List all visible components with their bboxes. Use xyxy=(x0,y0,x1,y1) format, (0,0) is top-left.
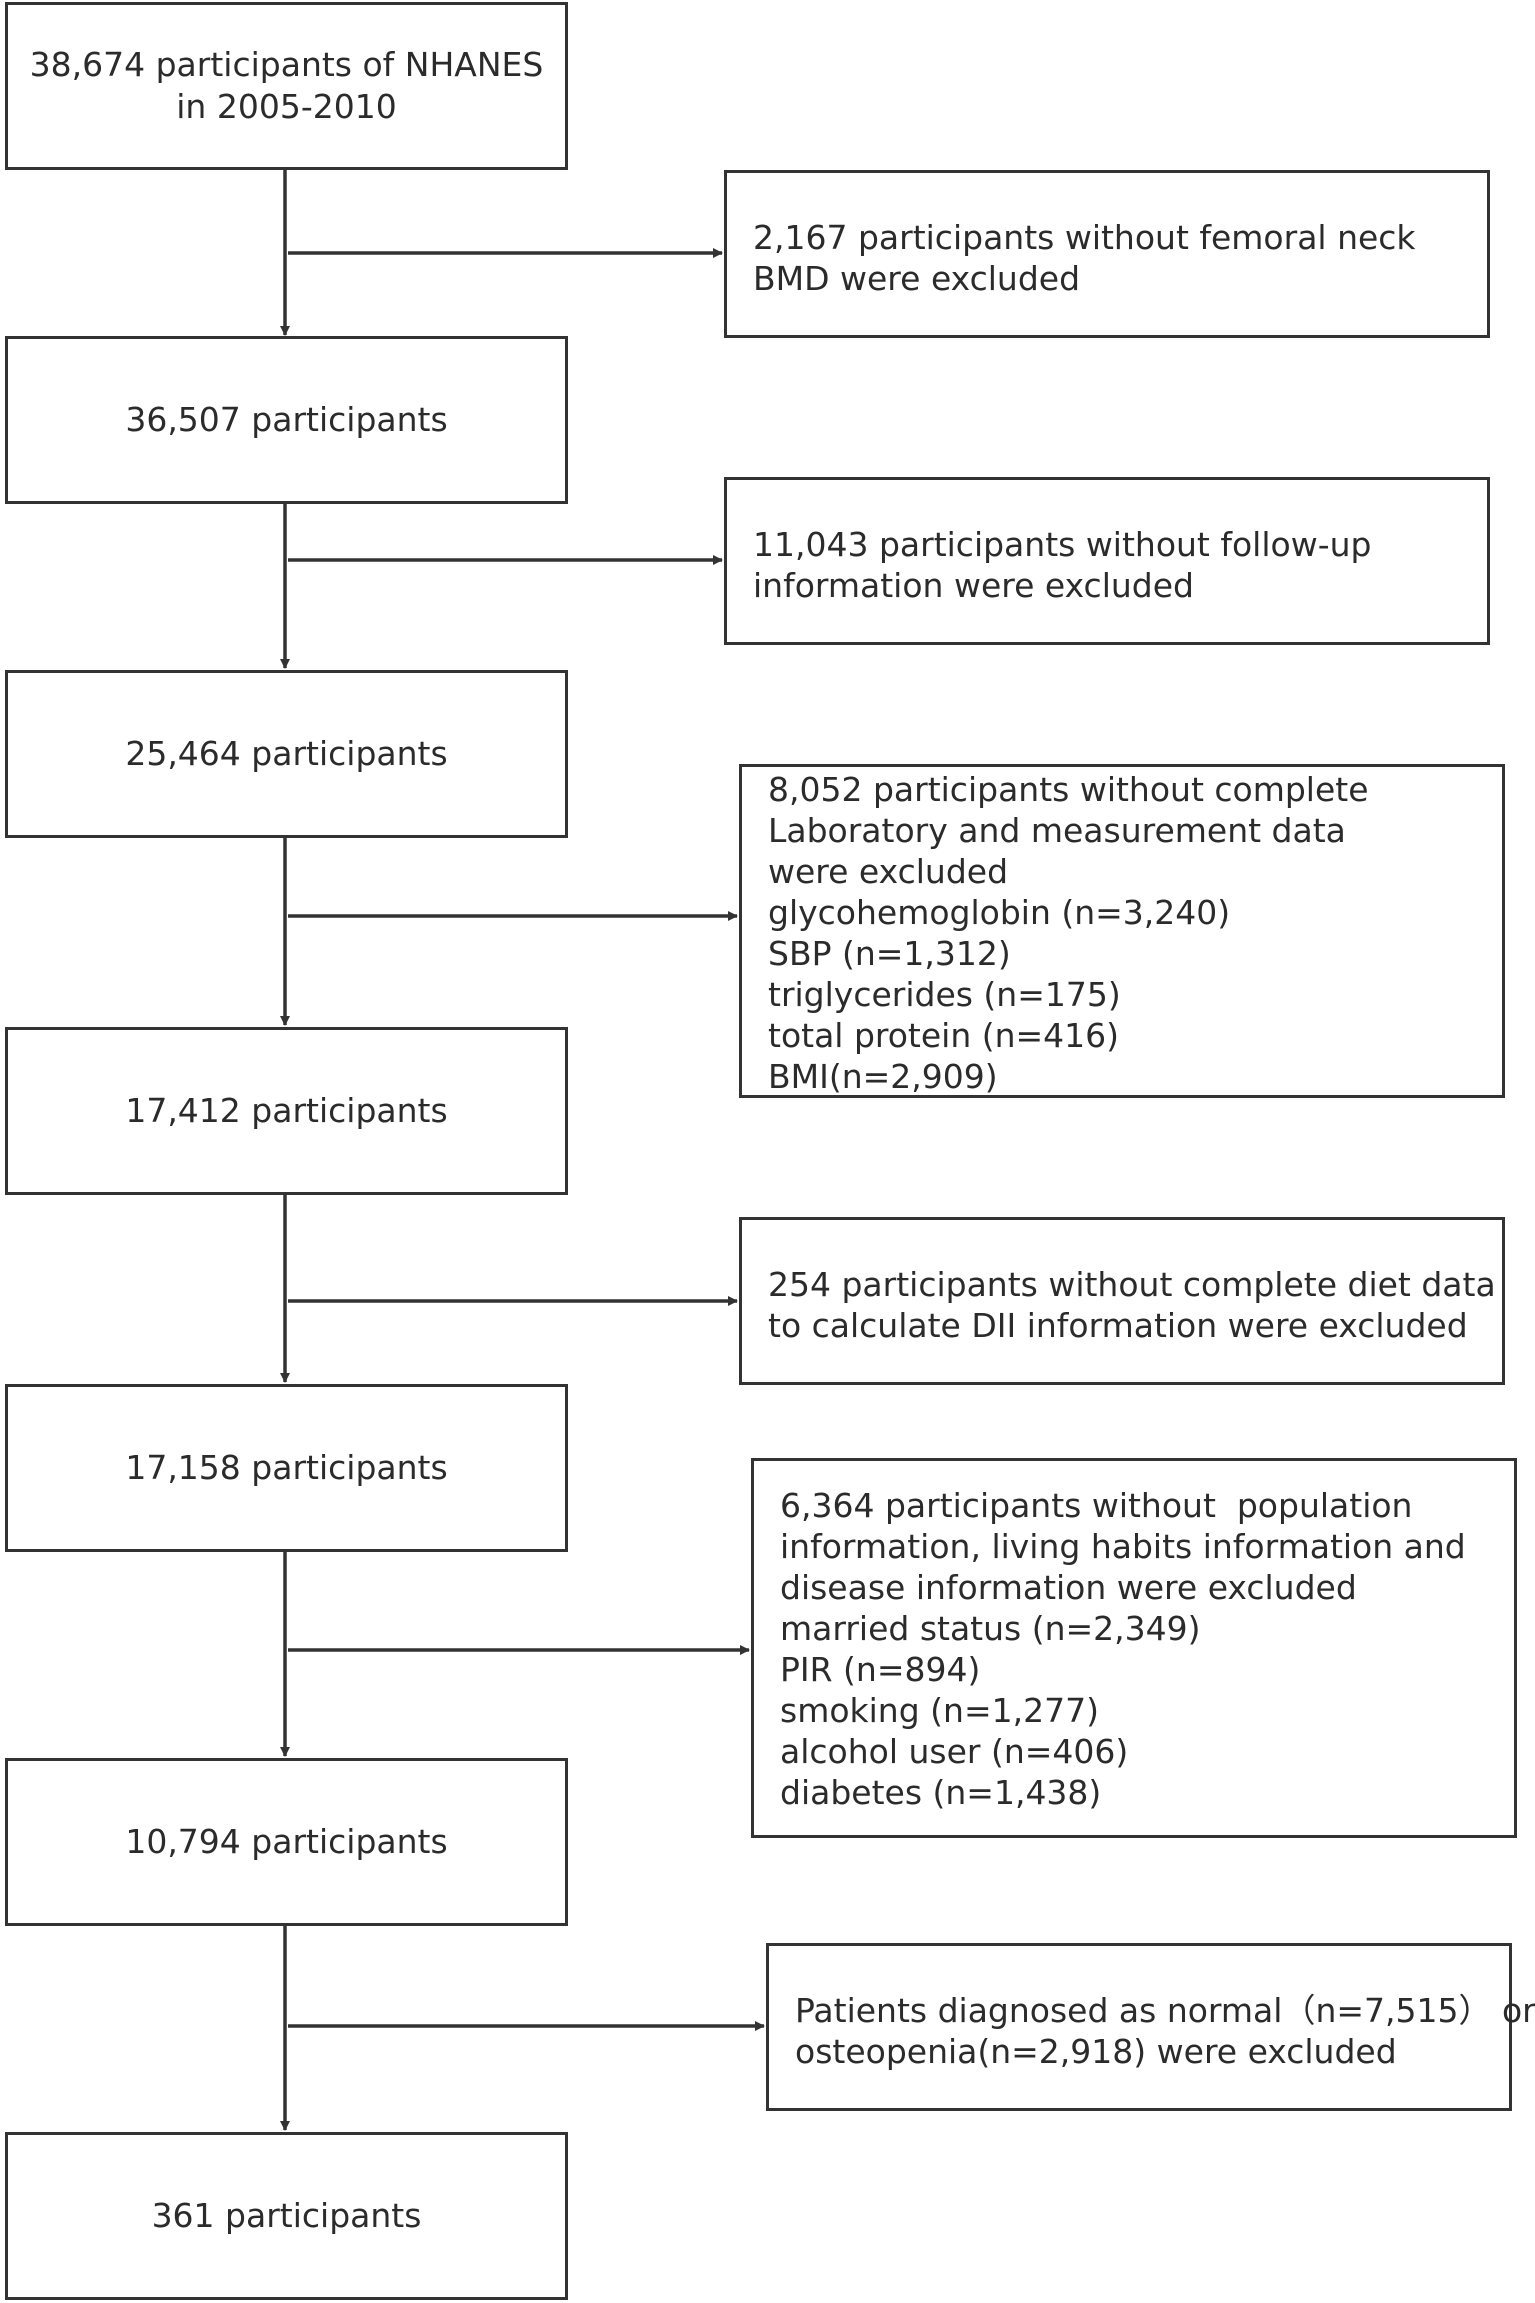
main-box-5-line-1: 17,158 participants xyxy=(125,1448,448,1487)
main-box-4-line-1: 17,412 participants xyxy=(125,1091,448,1130)
exclusion-box-3-line-5: SBP (n=1,312) xyxy=(768,934,1011,973)
exclusion-box-3-line-7: total protein (n=416) xyxy=(768,1016,1120,1055)
exclusion-box-5-line-5: PIR (n=894) xyxy=(780,1650,981,1689)
exclusion-box-3: 8,052 participants without complete Labo… xyxy=(739,764,1505,1098)
main-box-2-line-1: 36,507 participants xyxy=(125,400,448,439)
exclusion-box-5-line-6: smoking (n=1,277) xyxy=(780,1691,1099,1730)
main-box-7: 361 participants xyxy=(5,2132,568,2300)
main-box-5: 17,158 participants xyxy=(5,1384,568,1552)
exclusion-box-5-line-2: information, living habits information a… xyxy=(780,1527,1466,1566)
exclusion-box-5-line-3: disease information were excluded xyxy=(780,1568,1357,1607)
main-box-2: 36,507 participants xyxy=(5,336,568,504)
exclusion-box-3-line-1: 8,052 participants without complete xyxy=(768,770,1369,809)
exclusion-box-4: 254 participants without complete diet d… xyxy=(739,1217,1505,1385)
main-box-6: 10,794 participants xyxy=(5,1758,568,1926)
main-box-1: 38,674 participants of NHANES in 2005-20… xyxy=(5,2,568,170)
exclusion-box-2-line-2: information were excluded xyxy=(753,566,1194,605)
exclusion-box-4-line-2: to calculate DII information were exclud… xyxy=(768,1306,1468,1345)
main-box-7-line-1: 361 participants xyxy=(151,2196,422,2235)
exclusion-box-5-line-7: alcohol user (n=406) xyxy=(780,1732,1129,1771)
exclusion-box-3-line-6: triglycerides (n=175) xyxy=(768,975,1121,1014)
main-box-3: 25,464 participants xyxy=(5,670,568,838)
exclusion-box-5-line-4: married status (n=2,349) xyxy=(780,1609,1201,1648)
exclusion-box-6-line-2: osteopenia(n=2,918) were excluded xyxy=(795,2032,1397,2071)
exclusion-box-3-line-4: glycohemoglobin (n=3,240) xyxy=(768,893,1231,932)
main-box-6-line-1: 10,794 participants xyxy=(125,1822,448,1861)
exclusion-box-5: 6,364 participants without population in… xyxy=(751,1458,1517,1838)
exclusion-box-1-line-1: 2,167 participants without femoral neck xyxy=(753,218,1416,257)
exclusion-box-6-line-1: Patients diagnosed as normal（n=7,515） or xyxy=(795,1991,1535,2030)
exclusion-box-3-line-3: were excluded xyxy=(768,852,1009,891)
main-box-1-line-2: in 2005-2010 xyxy=(176,87,397,126)
exclusion-box-6: Patients diagnosed as normal（n=7,515） or… xyxy=(766,1943,1535,2111)
exclusion-box-5-line-8: diabetes (n=1,438) xyxy=(780,1773,1102,1812)
main-box-3-line-1: 25,464 participants xyxy=(125,734,448,773)
main-box-4: 17,412 participants xyxy=(5,1027,568,1195)
exclusion-box-4-line-1: 254 participants without complete diet d… xyxy=(768,1265,1496,1304)
exclusion-box-2-line-1: 11,043 participants without follow-up xyxy=(753,525,1372,564)
exclusion-box-1-line-2: BMD were excluded xyxy=(753,259,1081,298)
main-box-1-line-1: 38,674 participants of NHANES xyxy=(29,45,544,84)
exclusion-box-5-line-1: 6,364 participants without population xyxy=(780,1486,1413,1525)
exclusion-box-3-line-8: BMI(n=2,909) xyxy=(768,1057,998,1096)
exclusion-box-2: 11,043 participants without follow-up in… xyxy=(724,477,1490,645)
exclusion-box-1: 2,167 participants without femoral neck … xyxy=(724,170,1490,338)
exclusion-box-3-line-2: Laboratory and measurement data xyxy=(768,811,1346,850)
